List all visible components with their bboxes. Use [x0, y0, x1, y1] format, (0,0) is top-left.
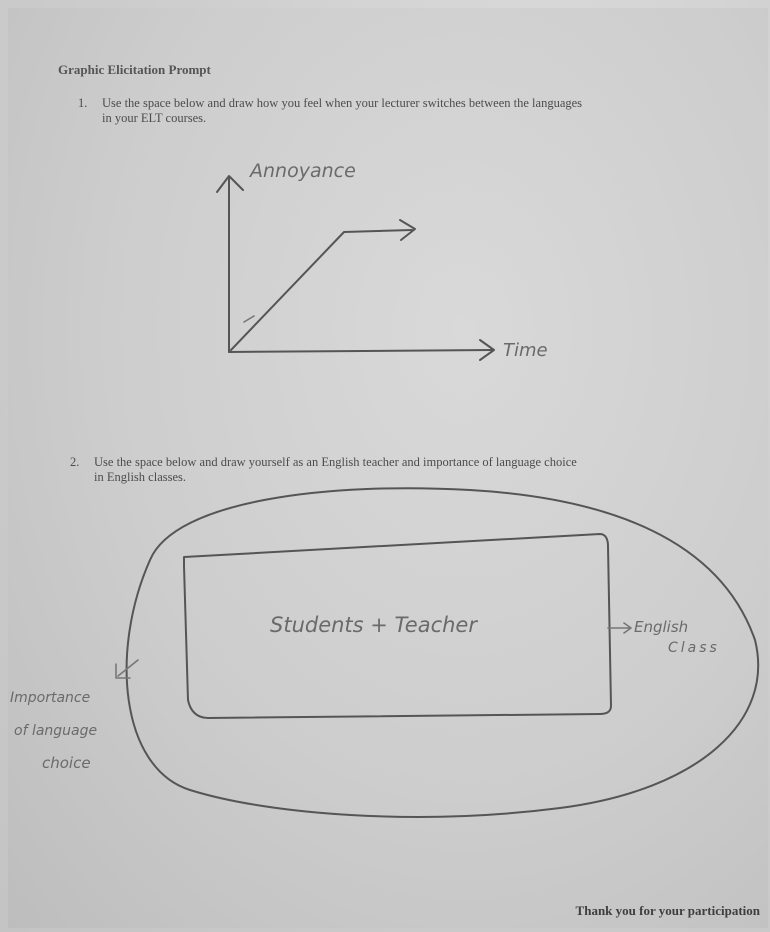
inner-box — [183, 533, 612, 719]
question-1-line-1: Use the space below and draw how you fee… — [102, 96, 583, 110]
importance-label-line-1: Importance — [10, 690, 90, 706]
english-class-sketch: Students + Teacher English Class Importa… — [10, 487, 760, 818]
question-2-number: 2. — [70, 455, 80, 469]
importance-label-line-3: choice — [42, 754, 91, 772]
x-axis-label: Time — [503, 340, 548, 361]
y-axis-label: Annoyance — [248, 160, 356, 182]
question-2: 2. Use the space below and draw yourself … — [70, 455, 760, 485]
inner-box-label: Students + Teacher — [270, 613, 478, 637]
x-axis-line — [228, 349, 493, 353]
outer-ellipse — [125, 487, 760, 818]
annoyance-sketch: Annoyance Time — [216, 160, 548, 361]
question-2-line-1: Use the space below and draw yourself as… — [94, 455, 577, 469]
annoyance-trend-line — [230, 229, 413, 351]
trend-arrowhead — [399, 219, 416, 241]
tick-mark — [243, 315, 255, 323]
question-1-number: 1. — [78, 96, 88, 110]
x-axis-arrowhead — [479, 339, 495, 361]
paper-sheet — [8, 8, 768, 928]
question-2-line-2: in English classes. — [94, 470, 187, 484]
page-heading: Graphic Elicitation Prompt — [58, 62, 211, 77]
question-1: 1. Use the space below and draw how you f… — [78, 96, 758, 126]
closing-thanks: Thank you for your participation — [575, 903, 760, 918]
class-pointer-arrow — [607, 622, 632, 634]
y-axis-arrowhead — [216, 175, 244, 193]
importance-label-line-2: of language — [14, 723, 97, 739]
class-label-line-1: English — [634, 618, 688, 636]
importance-pointer-arrow — [115, 659, 139, 679]
class-label-line-2: Class — [668, 640, 720, 656]
question-1-line-2: in your ELT courses. — [102, 111, 207, 125]
